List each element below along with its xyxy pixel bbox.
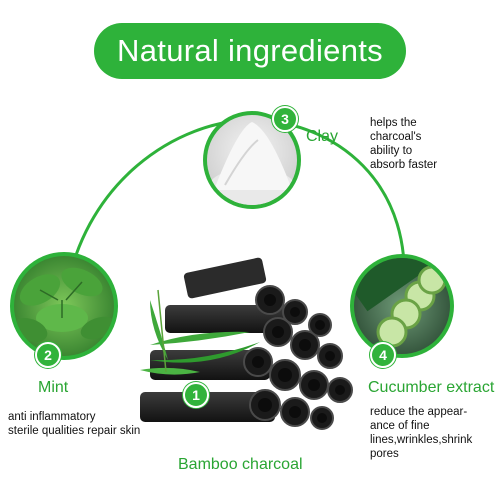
bamboo-leaf-icon	[140, 289, 260, 375]
badge-mint: 2	[35, 342, 61, 368]
mint-image	[10, 252, 118, 360]
label-cucumber: Cucumber extract	[368, 379, 495, 396]
label-mint: Mint	[38, 379, 69, 396]
desc-mint: anti inflammatory sterile qualities repa…	[8, 411, 141, 437]
badge-clay: 3	[272, 106, 298, 132]
badge-bamboo-charcoal: 1	[183, 382, 209, 408]
badge-cucumber: 4	[370, 342, 396, 368]
label-bamboo-charcoal: Bamboo charcoal	[178, 456, 303, 473]
cucumber-image	[350, 254, 454, 358]
desc-cucumber: reduce the appear- ance of fine lines,wr…	[370, 406, 473, 460]
label-clay: Clay	[306, 128, 339, 145]
page-title: Natural ingredients	[94, 23, 406, 79]
charcoal-image	[140, 257, 353, 430]
clay-image	[203, 111, 301, 209]
desc-clay: helps the charcoal's ability to absorb f…	[370, 117, 438, 171]
